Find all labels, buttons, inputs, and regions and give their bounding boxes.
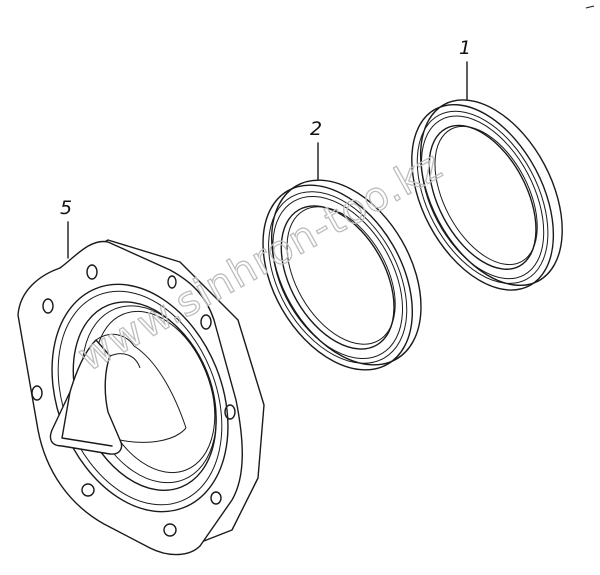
- part-5-flange-housing: 5: [17, 197, 265, 556]
- part-1-seal-ring: 1: [411, 37, 563, 291]
- part-2-label: 2: [310, 118, 322, 140]
- corner-mark: [585, 5, 595, 9]
- part-1-label: 1: [459, 37, 471, 59]
- bolt-holes: [31, 264, 236, 537]
- part-2-seal-ring: 2: [262, 118, 422, 371]
- part-5-label: 5: [60, 197, 72, 219]
